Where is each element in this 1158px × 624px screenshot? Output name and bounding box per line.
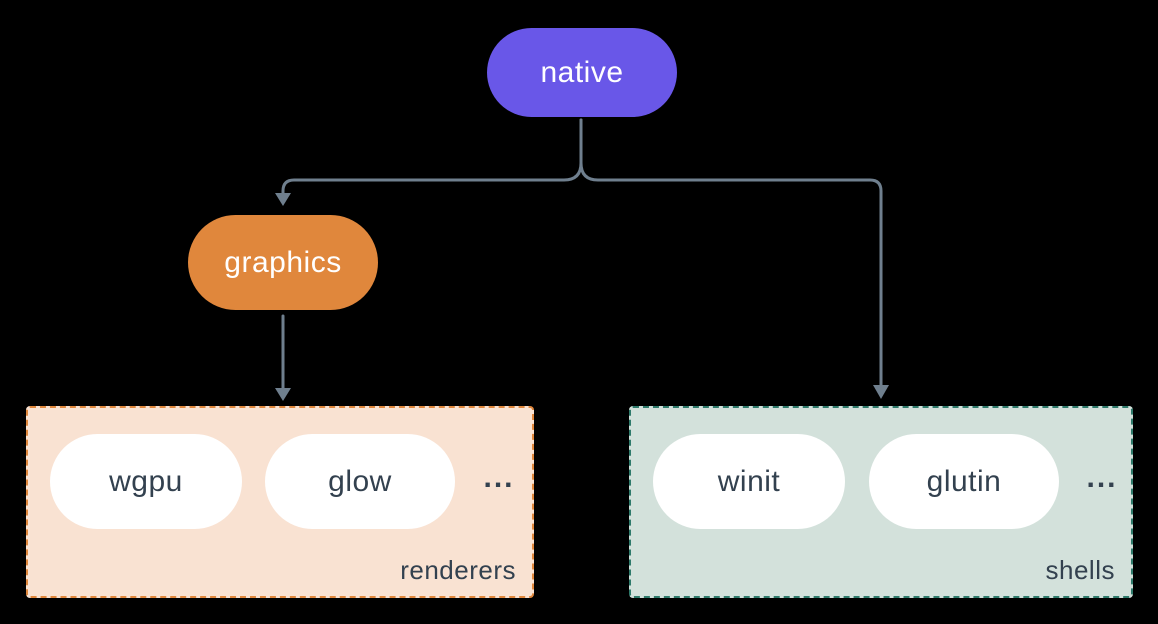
group-renderers: wgpu glow ... renderers [26, 406, 534, 598]
node-glutin-label: glutin [926, 464, 1002, 498]
node-wgpu: wgpu [50, 434, 242, 529]
arrowhead-native-shells [873, 385, 889, 399]
node-glutin: glutin [869, 434, 1059, 529]
arrowhead-graphics-renderers [275, 388, 291, 401]
node-winit-label: winit [717, 464, 781, 498]
node-winit: winit [653, 434, 845, 529]
node-wgpu-label: wgpu [109, 464, 183, 498]
group-shells-label: shells [1045, 555, 1115, 585]
node-glow-label: glow [328, 464, 392, 498]
renderers-ellipsis: ... [483, 461, 515, 494]
shells-ellipsis: ... [1086, 461, 1118, 494]
node-graphics: graphics [188, 215, 378, 310]
group-shells: winit glutin ... shells [629, 406, 1133, 598]
node-native-label: native [540, 55, 624, 89]
node-native: native [487, 28, 677, 117]
node-glow: glow [265, 434, 455, 529]
group-renderers-label: renderers [400, 555, 516, 585]
node-graphics-label: graphics [224, 245, 342, 279]
arrowhead-native-graphics [275, 193, 291, 206]
edge-native-graphics [281, 118, 583, 196]
edge-native-shells [579, 118, 883, 387]
